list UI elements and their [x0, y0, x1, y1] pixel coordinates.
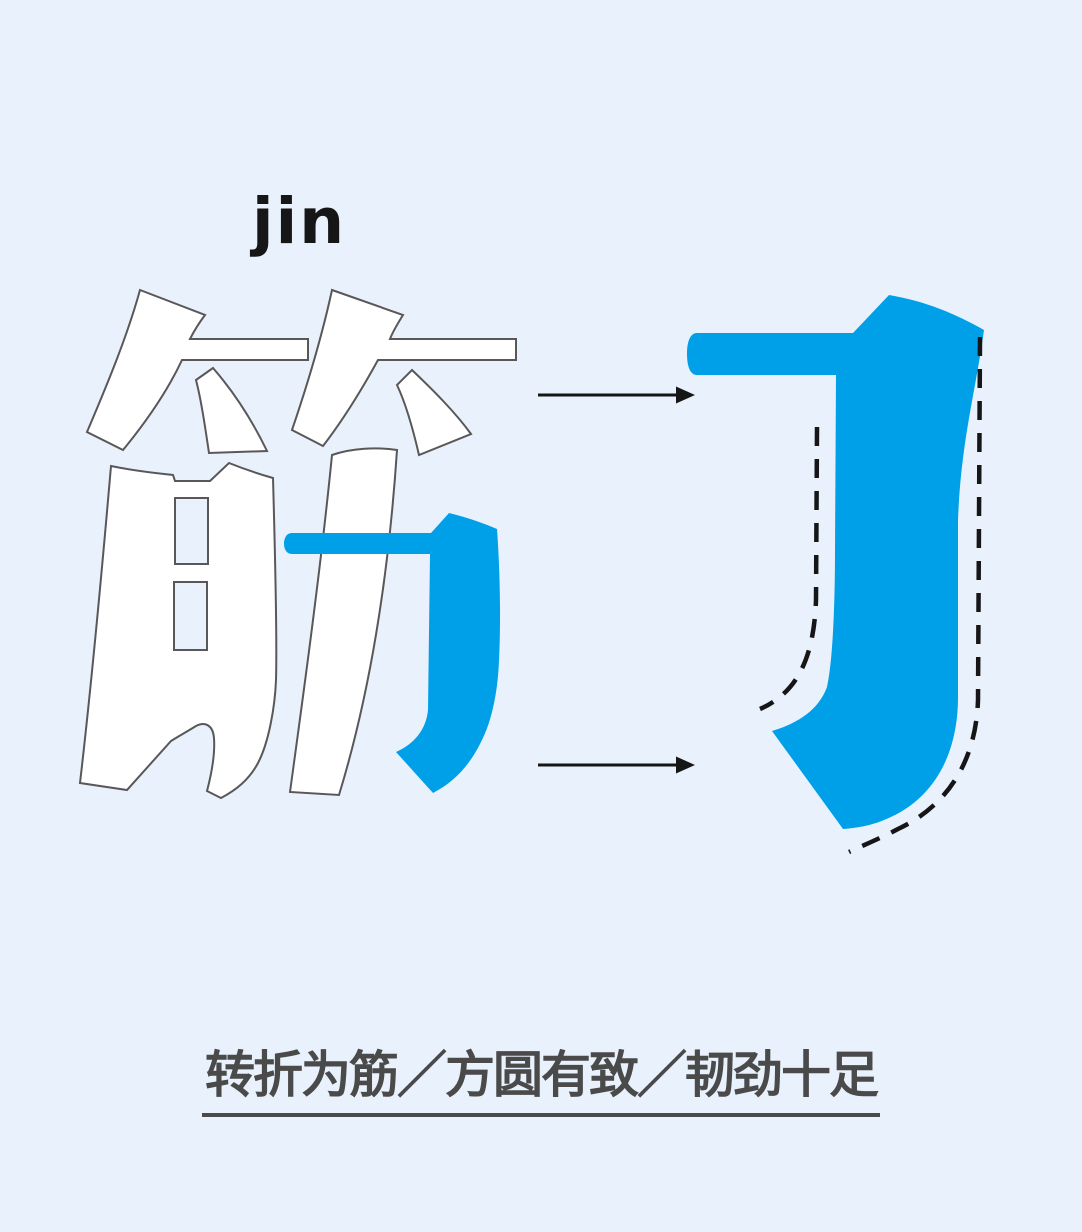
moon-radical-counter-top [174, 497, 209, 565]
highlighted-hook-stroke [284, 513, 501, 793]
moon-radical-counter-bottom [173, 581, 208, 651]
arrow-right-icon [538, 386, 695, 404]
caption-text: 转折为筋／方圆有致／韧劲十足 [202, 1048, 880, 1117]
inner-dashed-guide [759, 426, 820, 712]
bamboo-radical-right-stroke [290, 288, 517, 448]
arrow-right-icon [538, 756, 695, 774]
bamboo-radical-left-dot [194, 366, 269, 455]
enlarged-hook-stroke [687, 295, 984, 829]
li-slash-stroke [288, 447, 399, 797]
enlarged-stroke-detail [687, 295, 984, 855]
bamboo-radical-left-stroke [85, 288, 309, 452]
outer-dashed-guide [848, 336, 983, 855]
bamboo-radical-right-dot [395, 368, 473, 457]
character-glyph [78, 288, 517, 800]
pinyin-label: jin [252, 185, 347, 258]
